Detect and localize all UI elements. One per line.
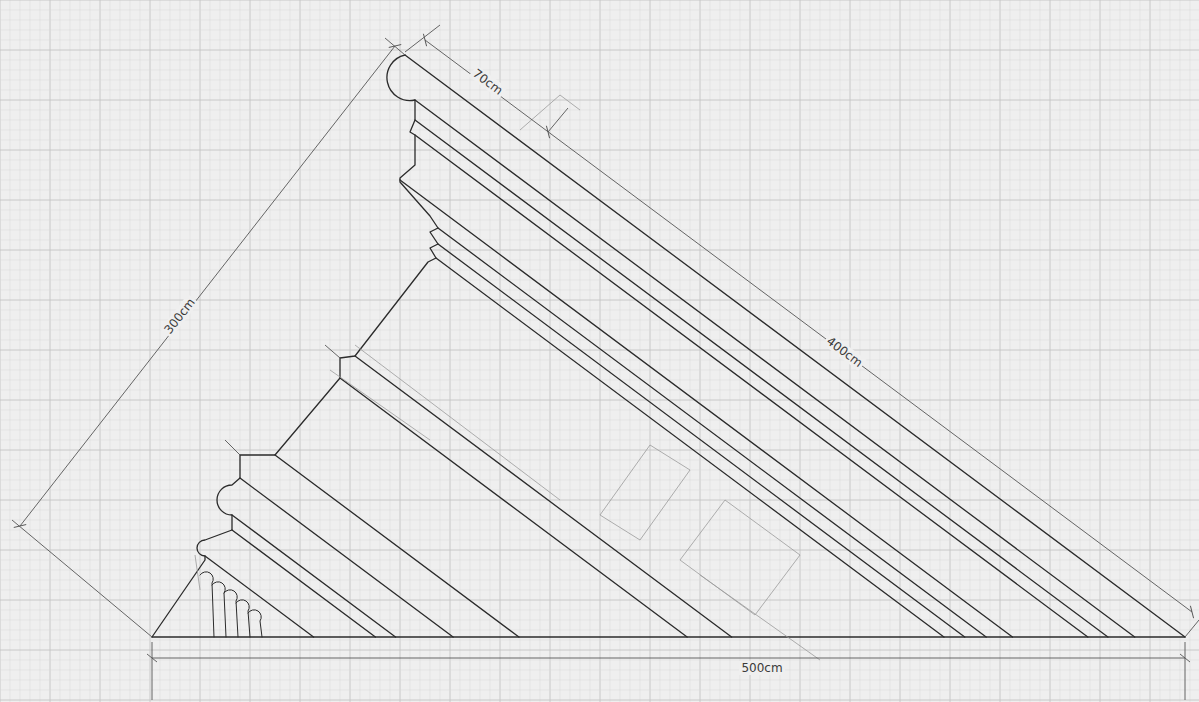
- cornice-profile: [152, 55, 1185, 637]
- dimension-lines: [12, 25, 1199, 700]
- construction-lines: [195, 95, 820, 660]
- dimension-label: 500cm: [739, 661, 784, 675]
